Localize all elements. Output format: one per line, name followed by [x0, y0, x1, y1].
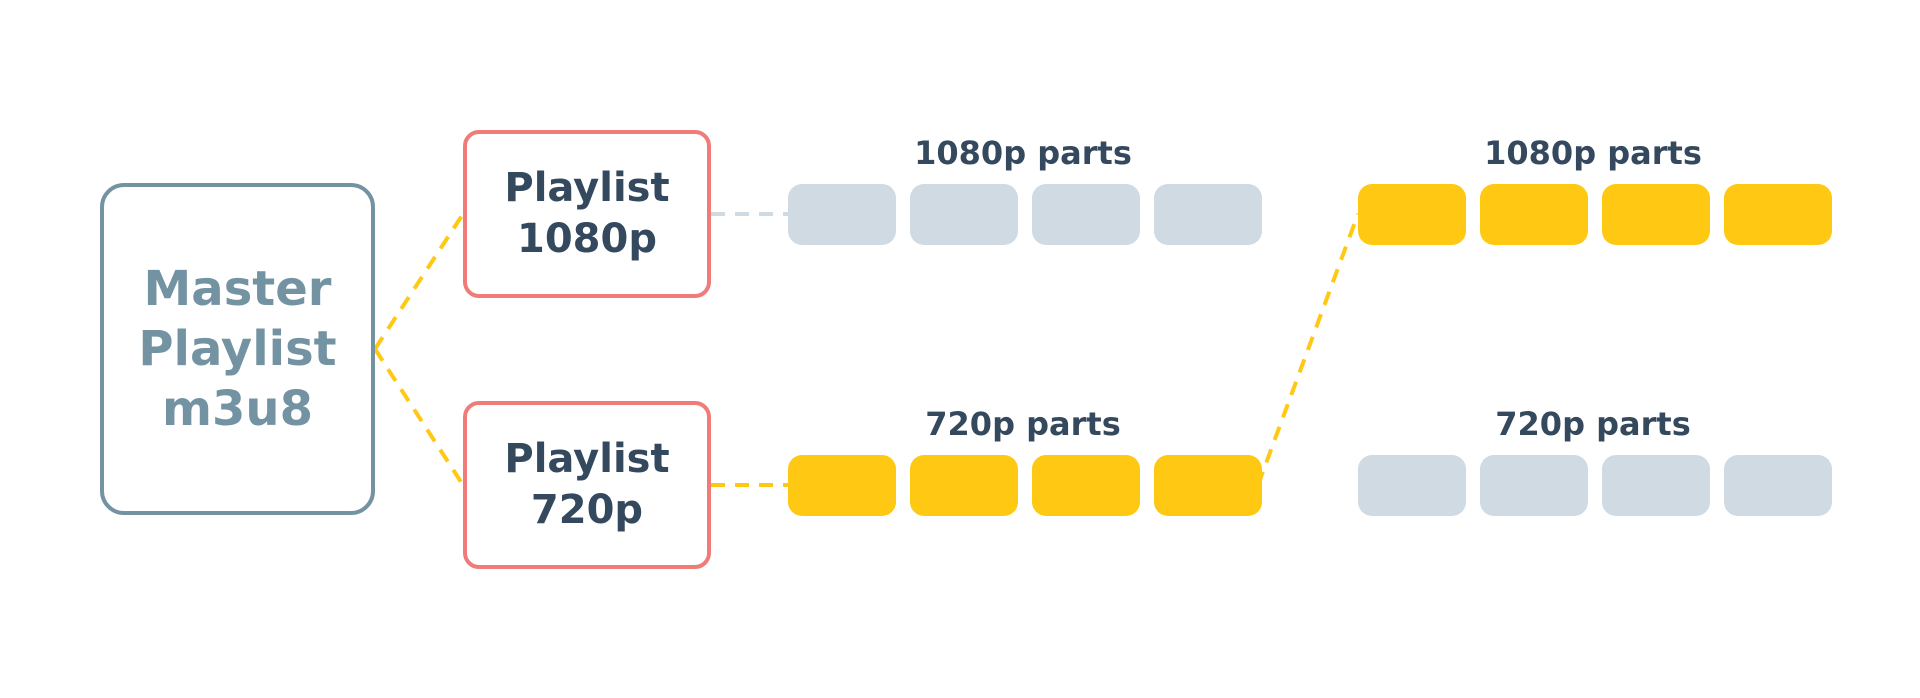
segments-720p-right	[1358, 455, 1832, 516]
segment-block	[1480, 184, 1588, 245]
playlist-720p-label-line-2: 720p	[530, 487, 644, 533]
master-label-line-3: m3u8	[162, 381, 313, 437]
segment-block	[788, 455, 896, 516]
connector-switch-720p-to-1080p	[1256, 213, 1360, 486]
segment-block	[1724, 184, 1832, 245]
segment-block	[1032, 455, 1140, 516]
segment-block	[1032, 184, 1140, 245]
playlist-720p-label-line-1: Playlist	[504, 436, 670, 482]
segment-block	[1724, 455, 1832, 516]
playlist-720p-box: Playlist 720p	[463, 401, 711, 569]
playlist-1080p-box: Playlist 1080p	[463, 130, 711, 298]
segment-block	[910, 184, 1018, 245]
playlist-1080p-label-line-2: 1080p	[517, 216, 657, 262]
segment-block	[1358, 184, 1466, 245]
playlist-1080p-label-line-1: Playlist	[504, 165, 670, 211]
group-label-1080p-parts-right: 1080p parts	[1484, 134, 1702, 172]
segment-block	[1602, 455, 1710, 516]
segment-block	[788, 184, 896, 245]
group-label-720p-parts-right: 720p parts	[1495, 405, 1691, 443]
connector-master-to-720p	[373, 347, 465, 487]
playlist-1080p-label: Playlist 1080p	[504, 163, 669, 265]
segments-720p-left	[788, 455, 1262, 516]
playlist-720p-label: Playlist 720p	[504, 434, 669, 536]
segments-1080p-left	[788, 184, 1262, 245]
segment-block	[1154, 184, 1262, 245]
master-label-line-2: Playlist	[138, 321, 337, 377]
connector-master-to-1080p	[373, 212, 465, 351]
master-playlist-label: Master Playlist m3u8	[138, 259, 336, 439]
master-label-line-1: Master	[143, 261, 332, 317]
master-playlist-box: Master Playlist m3u8	[100, 183, 375, 515]
segment-block	[1154, 455, 1262, 516]
segments-1080p-right	[1358, 184, 1832, 245]
group-label-1080p-parts-left: 1080p parts	[914, 134, 1132, 172]
segment-block	[1358, 455, 1466, 516]
segment-block	[1602, 184, 1710, 245]
segment-block	[1480, 455, 1588, 516]
group-label-720p-parts-left: 720p parts	[925, 405, 1121, 443]
segment-block	[910, 455, 1018, 516]
